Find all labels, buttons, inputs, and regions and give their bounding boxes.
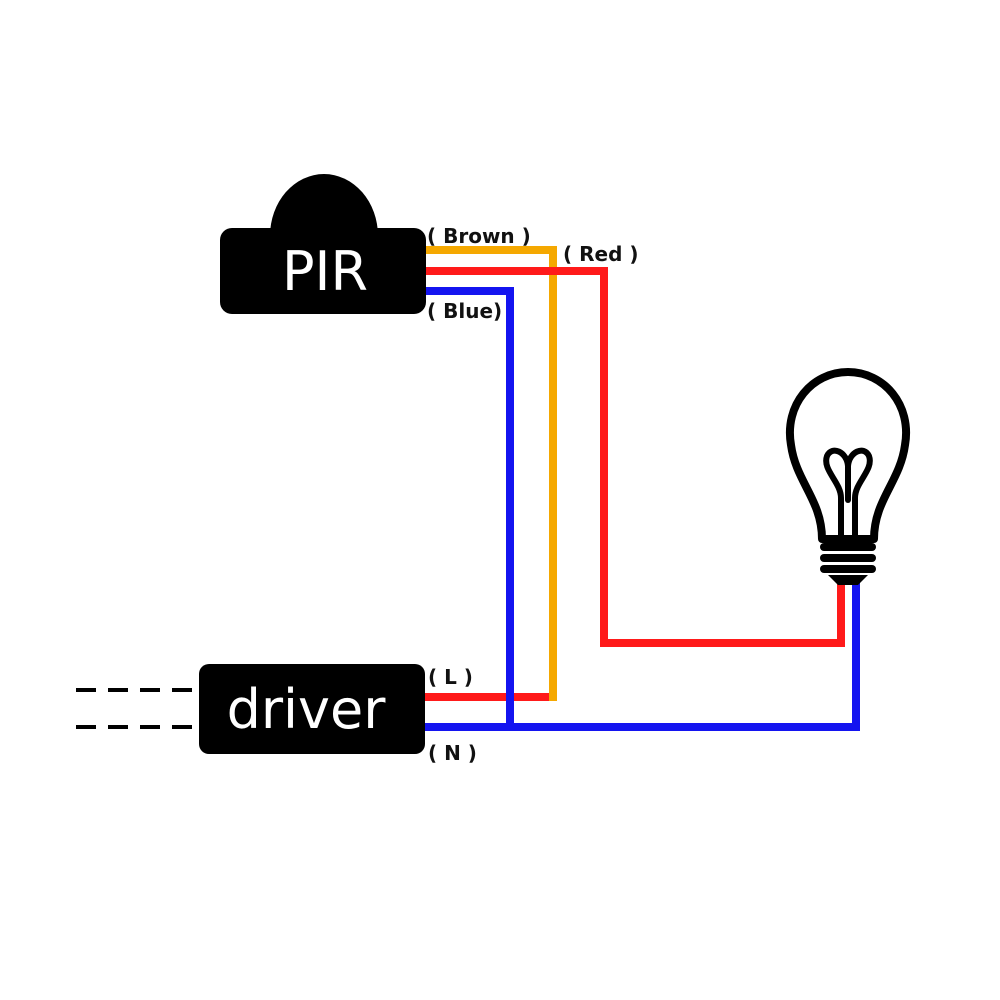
driver-label: driver xyxy=(227,678,387,741)
bulb-glass xyxy=(785,368,911,543)
pir-dome xyxy=(270,174,378,236)
driver-unit: driver xyxy=(199,664,425,754)
wires xyxy=(423,246,860,731)
terminal-l-label: ( L ) xyxy=(428,665,473,689)
terminal-n-label: ( N ) xyxy=(428,741,477,765)
driver-body xyxy=(199,664,425,754)
driver-n-wire xyxy=(423,580,860,731)
red-wire-label: ( Red ) xyxy=(563,242,639,266)
pir-body xyxy=(220,228,426,314)
wire-labels: ( Brown ) ( Red ) ( Blue) ( L ) ( N ) xyxy=(427,224,639,765)
bulb-base xyxy=(820,543,876,585)
brown-wire-label: ( Brown ) xyxy=(427,224,531,248)
pir-sensor: PIR xyxy=(220,174,426,314)
light-bulb-icon xyxy=(785,368,911,585)
blue-wire xyxy=(423,287,514,727)
driver-input-leads xyxy=(76,688,203,729)
blue-wire-label: ( Blue) xyxy=(427,299,502,323)
red-wire xyxy=(423,267,845,647)
pir-label: PIR xyxy=(282,240,368,303)
